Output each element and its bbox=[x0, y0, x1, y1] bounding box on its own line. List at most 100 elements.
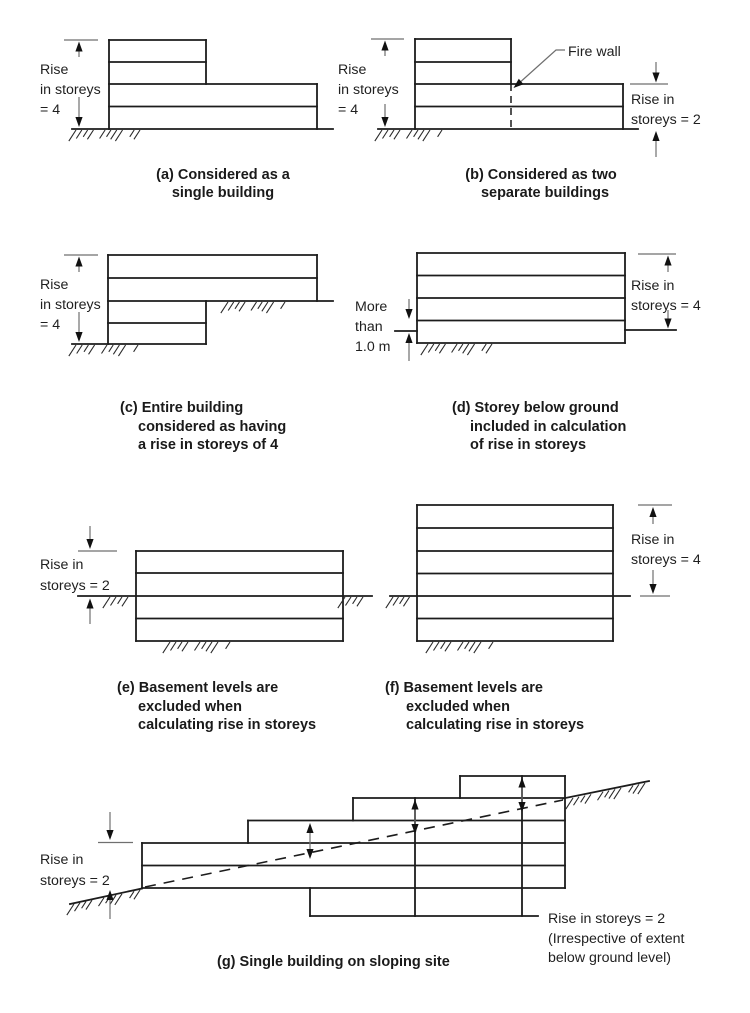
panel-g-dimension-arrow bbox=[106, 830, 114, 840]
panel-b-caption: (b) Considered as two bbox=[465, 167, 617, 183]
panel-e-ground-hatch bbox=[194, 641, 201, 651]
panel-b-ground-hatch bbox=[374, 129, 383, 142]
panel-f-ground-hatch bbox=[468, 641, 476, 652]
panel-g-ground-hatch bbox=[133, 889, 141, 900]
panel-f-caption: calculating rise in storeys bbox=[406, 717, 584, 733]
panel-f-ground-hatch bbox=[444, 641, 452, 652]
panel-f-ground-hatch bbox=[473, 641, 482, 654]
panel-a-label: = 4 bbox=[40, 102, 60, 118]
panel-g-storey-span-arrow bbox=[306, 823, 314, 833]
panel-g-ground-hatch bbox=[597, 791, 604, 801]
panel-c-ground-hatch bbox=[83, 344, 89, 353]
panel-e-ground-hatch bbox=[345, 596, 352, 606]
panel-c-ground-hatch bbox=[117, 344, 127, 357]
panel-e-label: Rise in bbox=[40, 557, 83, 573]
panel-g: Rise in storeys = 2 Rise in storeys = 2 (Ir… bbox=[40, 775, 684, 970]
panel-c-ground-hatch bbox=[227, 301, 235, 311]
panel-f-ground-hatch bbox=[392, 596, 399, 606]
panel-b-label: Fire wall bbox=[568, 44, 621, 60]
panel-f-label: storeys = 4 bbox=[631, 552, 701, 568]
panel-e-ground-hatch bbox=[352, 596, 358, 605]
panel-g-label: (Irrespective of extent bbox=[548, 931, 684, 947]
panel-b-ground-hatch bbox=[422, 129, 431, 142]
panel-b-label: = 4 bbox=[338, 102, 358, 118]
panel-c-ground-hatch bbox=[112, 344, 120, 355]
panel-g-label: Rise in bbox=[40, 852, 83, 868]
panel-b-dimension-arrow bbox=[381, 117, 389, 127]
panel-b-caption: separate buildings bbox=[481, 185, 609, 201]
panel-g-dimension-arrow bbox=[106, 890, 114, 900]
panel-a-label: Rise bbox=[40, 62, 68, 78]
panel-e-ground-hatch bbox=[337, 596, 346, 609]
panel-c-dimension-arrow bbox=[75, 332, 83, 342]
panel-g-storey-span-arrow bbox=[411, 799, 419, 810]
panel-d-ground-hatch bbox=[434, 343, 441, 352]
panel-g-storey-span-arrow bbox=[411, 824, 419, 834]
panel-g-ground-hatch bbox=[608, 788, 616, 799]
panel-d-caption: (d) Storey below ground bbox=[452, 400, 619, 416]
panel-e-ground-hatch bbox=[102, 596, 111, 609]
panel-e-caption: calculating rise in storeys bbox=[138, 717, 316, 733]
panel-c-ground-hatch bbox=[261, 301, 269, 312]
panel-f-caption: excluded when bbox=[406, 699, 510, 715]
panel-g-label: below ground level) bbox=[548, 950, 671, 966]
panel-d-ground-hatch bbox=[481, 343, 487, 352]
panel-e-ground-hatch bbox=[210, 641, 219, 654]
panel-d-label: storeys = 4 bbox=[631, 298, 701, 314]
panel-g-ground-hatch bbox=[98, 897, 105, 907]
panel-c-ground-hatch bbox=[76, 344, 83, 354]
panel-c-ground-hatch bbox=[101, 344, 108, 354]
panel-e-ground-hatch bbox=[121, 596, 129, 607]
panel-d-dimension-arrow bbox=[405, 333, 413, 343]
panel-a-ground-hatch bbox=[129, 129, 135, 138]
panel-e-ground-hatch bbox=[181, 641, 189, 652]
panel-c-ground-hatch bbox=[133, 344, 139, 353]
panel-c-ground-hatch bbox=[68, 344, 77, 357]
panel-d-dimension-arrow bbox=[405, 309, 413, 319]
panel-a-label: in storeys bbox=[40, 82, 101, 98]
panel-f-caption: (f) Basement levels are bbox=[385, 680, 543, 696]
panel-g-ground-hatch bbox=[580, 795, 586, 803]
panel-b-label: storeys = 2 bbox=[631, 112, 701, 128]
panel-c-ground-hatch bbox=[108, 344, 114, 353]
panel-b-ground-hatch bbox=[393, 129, 401, 140]
panel-c-label: in storeys bbox=[40, 297, 101, 313]
panel-c-caption: a rise in storeys of 4 bbox=[138, 437, 278, 453]
panel-g-ground-hatch bbox=[114, 893, 123, 906]
panel-d-label: Rise in bbox=[631, 278, 674, 294]
panel-a-ground-hatch bbox=[86, 129, 94, 140]
panel-e-dimension-arrow bbox=[86, 598, 94, 609]
panel-b-dimension-arrow bbox=[652, 72, 660, 83]
panel-e-ground-hatch bbox=[110, 596, 117, 606]
panel-a-caption: single building bbox=[172, 185, 274, 201]
panel-g-ground-hatch bbox=[628, 785, 634, 793]
panel-g-ground-hatch bbox=[565, 797, 574, 810]
panel-g-ground-hatch bbox=[74, 902, 81, 912]
panel-a-ground-hatch bbox=[133, 129, 141, 140]
panel-a-ground-hatch bbox=[82, 129, 89, 138]
panel-d-ground-hatch bbox=[451, 343, 458, 353]
panel-f-ground-hatch bbox=[464, 641, 470, 650]
panel-b-ground-hatch bbox=[389, 129, 395, 138]
panel-g-ground-hatch bbox=[81, 901, 87, 909]
panel-b-dimension-arrow bbox=[652, 131, 660, 141]
panel-g-label: Rise in storeys = 2 bbox=[548, 911, 665, 927]
panel-b-ground-hatch bbox=[437, 129, 443, 138]
panel-c-ground-hatch bbox=[257, 301, 263, 310]
panel-c-caption: considered as having bbox=[138, 419, 286, 435]
panel-b-ground-hatch bbox=[417, 129, 425, 140]
panel-f-ground-hatch bbox=[385, 596, 394, 609]
panel-g-storey-span-arrow bbox=[306, 849, 314, 859]
panel-f-label: Rise in bbox=[631, 532, 674, 548]
panel-e-label: storeys = 2 bbox=[40, 578, 110, 594]
panel-f-ground-hatch bbox=[440, 641, 446, 650]
panel-f-ground-hatch bbox=[402, 596, 410, 607]
panel-b-ground-hatch bbox=[406, 129, 413, 139]
panel-e-ground-hatch bbox=[177, 641, 183, 650]
panel-g-label: storeys = 2 bbox=[40, 873, 110, 889]
panel-d-caption: of rise in storeys bbox=[470, 437, 586, 453]
panel-c-ground-hatch bbox=[280, 301, 286, 310]
panel-a-ground-hatch bbox=[110, 129, 118, 140]
